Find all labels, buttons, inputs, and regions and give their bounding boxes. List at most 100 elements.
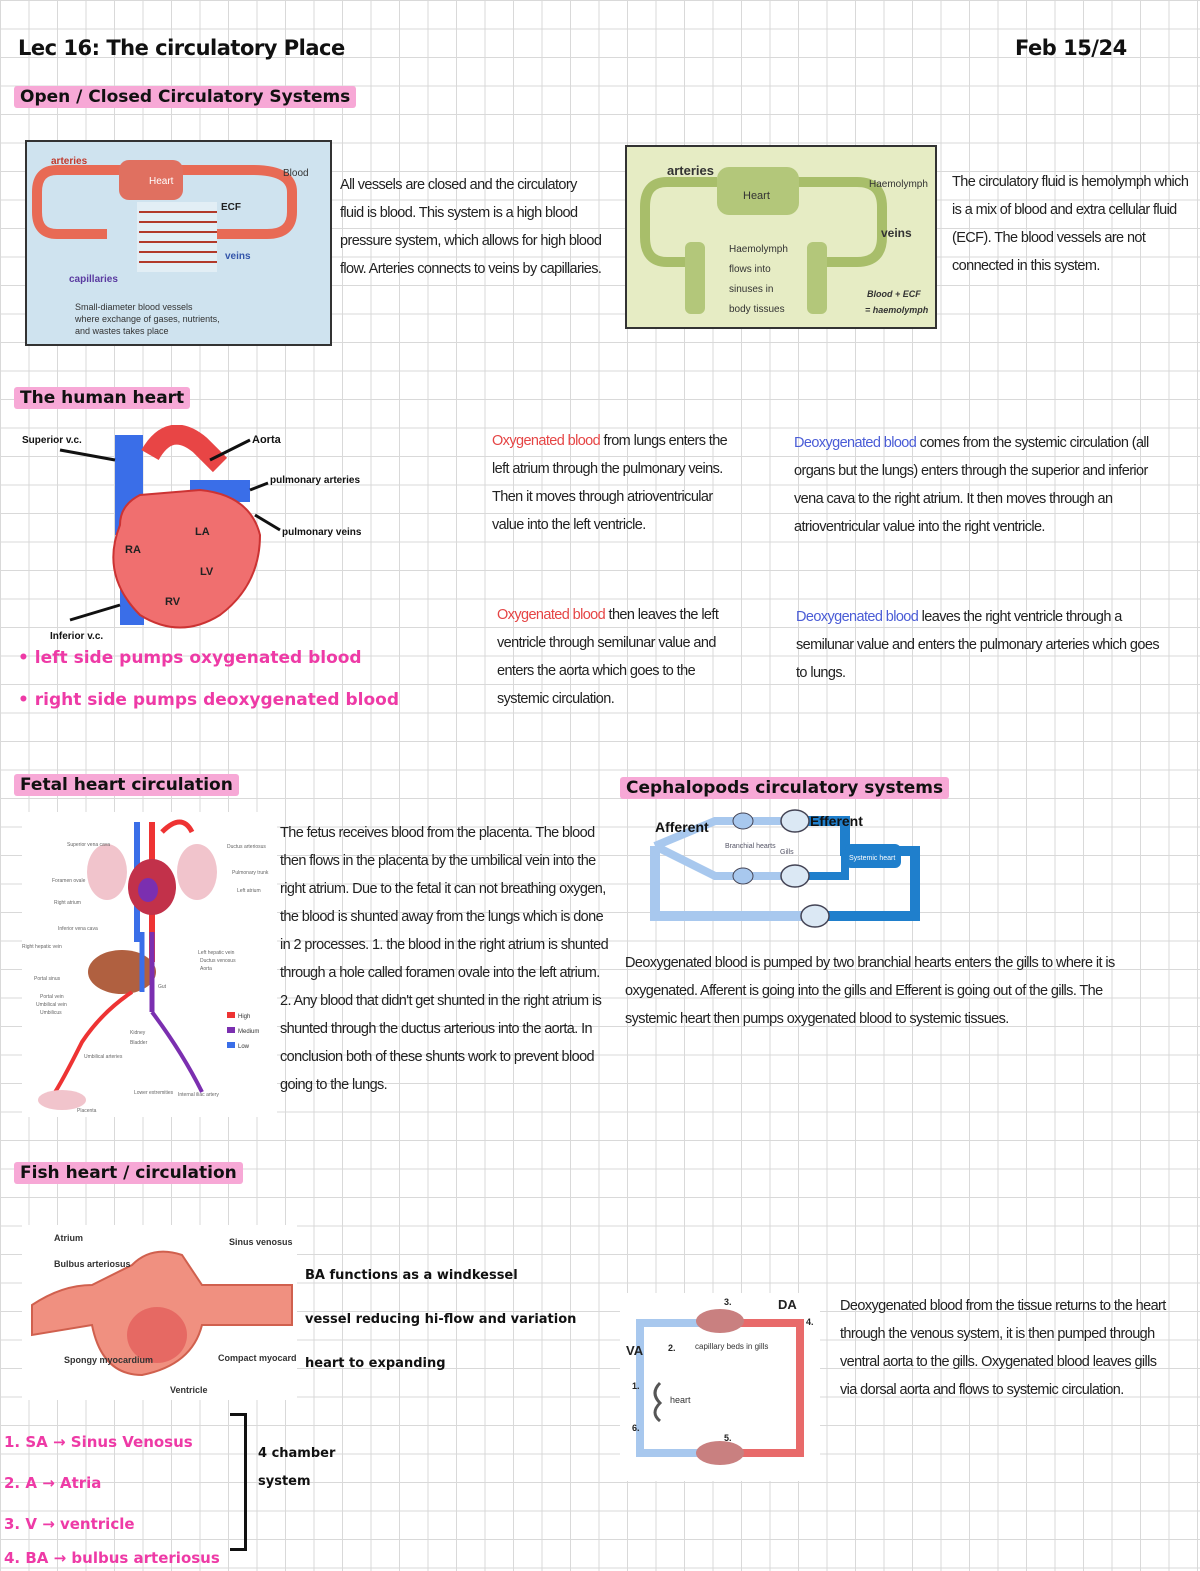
- fetal-label-left-atrium: Left atrium: [237, 888, 261, 894]
- open-eq-2: = haemolymph: [865, 305, 929, 315]
- fish-sinus-label: Sinus venosus: [229, 1237, 293, 1247]
- fish-circ-capillary-label: capillary beds in gills: [695, 1342, 768, 1351]
- heart-aorta-label: Aorta: [252, 434, 282, 446]
- fetal-label-rhv: Right hepatic vein: [22, 944, 62, 950]
- closed-caption-3: and wastes takes place: [75, 326, 169, 336]
- closed-caption-2: where exchange of gases, nutrients,: [74, 314, 220, 324]
- fetal-label-lower-ext: Lower extremities: [134, 1090, 174, 1096]
- fetal-label-iliac: Internal iliac artery: [178, 1092, 219, 1098]
- cephalopod-gills-label: Gills: [780, 849, 794, 856]
- heart-note-4-colored: Deoxygenated blood: [796, 609, 919, 625]
- fish-ba-note: BA functions as a windkessel vessel redu…: [305, 1254, 576, 1386]
- closed-heart-label: Heart: [149, 176, 174, 187]
- heart-note-4-rest: leaves the right ventricle through a sem…: [796, 609, 1160, 681]
- fetal-legend-low: Low: [238, 1044, 250, 1050]
- fish-list-brace: [230, 1413, 247, 1551]
- heart-lv-label: LV: [200, 566, 214, 578]
- fish-spongy-label: Spongy myocardium: [64, 1355, 153, 1365]
- fish-bulbus-label: Bulbus arteriosus: [54, 1259, 131, 1269]
- fetal-label-kidney: Kidney: [130, 1030, 146, 1036]
- page-date: Feb 15/24: [1015, 36, 1127, 60]
- heart-note-2: Deoxygenated blood comes from the system…: [794, 429, 1169, 541]
- fetal-label-dv: Ductus venosus: [200, 958, 236, 964]
- fish-list-item-4: 4. BA → bulbus arteriosus: [4, 1549, 220, 1567]
- fish-compact-label: Compact myocardium: [218, 1353, 297, 1363]
- open-flow-2: flows into: [729, 264, 771, 275]
- open-flow-4: body tissues: [729, 304, 785, 315]
- fish-circ-num-4: 4.: [806, 1317, 814, 1327]
- closed-caption-1: Small-diameter blood vessels: [75, 302, 193, 312]
- fetal-label-umb-arteries: Umbilical arteries: [84, 1054, 123, 1060]
- heart-note-3-rest: then leaves the left ventricle through s…: [497, 607, 719, 707]
- section-heading-human-heart: The human heart: [14, 387, 191, 409]
- closed-capillaries-label: capillaries: [69, 274, 118, 285]
- cephalopod-branchial-label: Branchial hearts: [725, 843, 776, 850]
- heart-pulm-arteries-label: pulmonary arteries: [270, 475, 360, 486]
- open-system-note: The circulatory fluid is hemolymph which…: [952, 174, 1189, 274]
- fetal-label-svc: Superior vena cava: [67, 842, 110, 848]
- fetal-legend-high: High: [238, 1014, 250, 1020]
- closed-system-note: All vessels are closed and the circulato…: [340, 177, 602, 277]
- section-heading-fish: Fish heart / circulation: [14, 1162, 243, 1184]
- heart-note-4: Deoxygenated blood leaves the right vent…: [796, 603, 1171, 687]
- section-heading-open-closed: Open / Closed Circulatory Systems: [14, 86, 357, 108]
- open-flow-1: Haemolymph: [729, 244, 788, 255]
- closed-blood-label: Blood: [283, 168, 309, 179]
- cephalopod-efferent-label: Efferent: [810, 813, 863, 829]
- open-arteries-label: arteries: [667, 163, 714, 178]
- cephalopod-systemic-label: Systemic heart: [849, 855, 895, 862]
- heart-note-2-rest: comes from the systemic circulation (all…: [794, 435, 1149, 535]
- fetal-label-portal-vein: Portal vein: [40, 994, 64, 1000]
- fetal-label-pulm-trunk: Pulmonary trunk: [232, 870, 269, 876]
- human-heart-diagram: RA LA LV RV Superior v.c. Aorta pulmonar…: [20, 424, 380, 650]
- fetal-label-foramen: Foramen ovale: [52, 878, 86, 884]
- fish-circ-heart-label: heart: [670, 1395, 691, 1405]
- open-veins-label: veins: [881, 226, 912, 240]
- fish-ventricle-label: Ventricle: [170, 1385, 208, 1395]
- fish-ba-line-3: heart to expanding: [305, 1356, 446, 1371]
- fish-brace-label: 4 chamber system: [258, 1446, 336, 1489]
- fetal-label-gut: Gut: [158, 984, 167, 990]
- heart-inferior-label: Inferior v.c.: [50, 631, 103, 642]
- fish-circ-num-6: 6.: [632, 1423, 640, 1433]
- fish-list-item-3: 3. V → ventricle: [4, 1515, 135, 1533]
- open-flow-3: sinuses in: [729, 284, 773, 295]
- fetal-label-aorta: Aorta: [200, 966, 212, 972]
- open-eq-1: Blood + ECF: [867, 289, 921, 299]
- fetal-label-umbilicus: Umbilicus: [40, 1010, 62, 1016]
- cephalopod-diagram: Afferent Efferent Branchial hearts Gills…: [645, 806, 925, 932]
- open-system-diagram: arteries Heart Haemolymph veins Haemolym…: [625, 145, 937, 329]
- fish-circ-da-label: DA: [778, 1297, 797, 1312]
- cephalopod-note: Deoxygenated blood is pumped by two bran…: [625, 955, 1115, 1027]
- heart-ra-label: RA: [125, 544, 141, 556]
- fish-ba-line-1: BA functions as a windkessel: [305, 1268, 518, 1283]
- closed-system-diagram: arteries Heart Blood ECF veins capillari…: [25, 140, 332, 346]
- fish-atrium-label: Atrium: [54, 1233, 83, 1243]
- fetal-label-ivc: Inferior vena cava: [58, 926, 98, 932]
- heart-superior-label: Superior v.c.: [22, 435, 82, 446]
- fetal-legend-medium: Medium: [238, 1029, 259, 1035]
- fish-circ-num-5: 5.: [724, 1433, 732, 1443]
- heart-rv-label: RV: [165, 596, 181, 608]
- heart-pulm-veins-label: pulmonary veins: [282, 527, 362, 538]
- fetal-label-portal-sinus: Portal sinus: [34, 976, 61, 982]
- fetal-label-umb-vein: Umbilical vein: [36, 1002, 67, 1008]
- heart-la-label: LA: [195, 526, 210, 538]
- fish-list-item-1: 1. SA → Sinus Venosus: [4, 1433, 193, 1451]
- bullet-left-side: • left side pumps oxygenated blood: [18, 648, 362, 668]
- fish-note: Deoxygenated blood from the tissue retur…: [840, 1298, 1166, 1398]
- fish-circ-num-3: 3.: [724, 1297, 732, 1307]
- cephalopod-afferent-label: Afferent: [655, 819, 709, 835]
- fetal-note: The fetus receives blood from the placen…: [280, 825, 609, 1093]
- bullet-right-side: • right side pumps deoxygenated blood: [18, 690, 400, 710]
- fetal-circulation-diagram: High Medium Low Superior vena cava Ductu…: [22, 812, 277, 1117]
- section-heading-fetal: Fetal heart circulation: [14, 774, 239, 796]
- open-haemolymph-label: Haemolymph: [869, 179, 928, 190]
- heart-note-1: Oxygenated blood from lungs enters the l…: [492, 427, 742, 539]
- heart-note-3-colored: Oxygenated blood: [497, 607, 606, 623]
- closed-arteries-label: arteries: [51, 156, 88, 167]
- heart-note-2-colored: Deoxygenated blood: [794, 435, 917, 451]
- fish-circ-num-2: 2.: [668, 1343, 676, 1353]
- fish-circ-va-label: VA: [626, 1343, 644, 1358]
- fetal-label-bladder: Bladder: [130, 1040, 148, 1046]
